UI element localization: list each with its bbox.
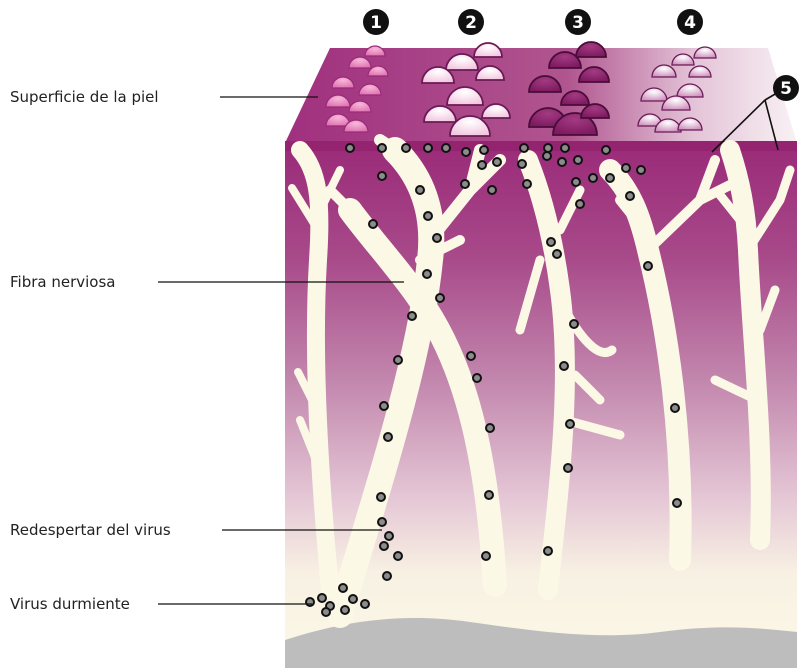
virus-particle: [467, 352, 475, 360]
virus-particle: [671, 404, 679, 412]
virus-particle: [561, 144, 569, 152]
virus-particle: [416, 186, 424, 194]
stage-marker-2: 2: [458, 9, 484, 35]
label-reactivation: Redespertar del virus: [10, 521, 171, 539]
stage-marker-4: 4: [677, 9, 703, 35]
virus-particle: [380, 542, 388, 550]
virus-particle: [544, 547, 552, 555]
virus-particle: [306, 598, 314, 606]
virus-particle: [378, 172, 386, 180]
virus-particle: [570, 320, 578, 328]
virus-particle: [673, 499, 681, 507]
virus-particle: [349, 595, 357, 603]
stage-number: 5: [780, 79, 792, 99]
virus-particle: [318, 594, 326, 602]
virus-particle: [564, 464, 572, 472]
virus-particle: [478, 161, 486, 169]
virus-particle: [560, 362, 568, 370]
virus-particle: [433, 234, 441, 242]
virus-particle: [369, 220, 377, 228]
virus-particle: [574, 156, 582, 164]
virus-particle: [346, 144, 354, 152]
virus-particle: [493, 158, 501, 166]
blister: [576, 42, 606, 57]
virus-particle: [606, 174, 614, 182]
virus-particle: [408, 312, 416, 320]
virus-particle: [361, 600, 369, 608]
blister: [474, 43, 502, 57]
virus-particle: [385, 532, 393, 540]
virus-particle: [480, 146, 488, 154]
stage-number: 2: [465, 13, 477, 33]
stage-marker-5: 5: [773, 75, 799, 101]
virus-particle: [377, 493, 385, 501]
virus-particle: [488, 186, 496, 194]
blister: [365, 46, 385, 56]
stage-marker-3: 3: [565, 9, 591, 35]
virus-particle: [341, 606, 349, 614]
virus-particle: [473, 374, 481, 382]
stage-number: 4: [684, 13, 696, 33]
virus-particle: [523, 180, 531, 188]
virus-particle: [622, 164, 630, 172]
virus-particle: [553, 250, 561, 258]
virus-particle: [518, 160, 526, 168]
virus-particle: [402, 144, 410, 152]
virus-particle: [520, 144, 528, 152]
label-skin-surface: Superficie de la piel: [10, 88, 159, 106]
virus-particle: [394, 552, 402, 560]
virus-particle: [626, 192, 634, 200]
virus-particle: [383, 572, 391, 580]
virus-particle: [424, 212, 432, 220]
virus-particle: [486, 424, 494, 432]
virus-particle: [637, 166, 645, 174]
virus-particle: [436, 294, 444, 302]
virus-particle: [543, 152, 551, 160]
virus-particle: [485, 491, 493, 499]
virus-particle: [558, 158, 566, 166]
virus-particle: [380, 402, 388, 410]
virus-particle: [589, 174, 597, 182]
virus-particle: [424, 144, 432, 152]
virus-particle: [442, 144, 450, 152]
virus-particle: [394, 356, 402, 364]
virus-particle: [602, 146, 610, 154]
virus-particle: [462, 148, 470, 156]
virus-particle: [423, 270, 431, 278]
label-nerve-fiber: Fibra nerviosa: [10, 273, 115, 291]
virus-particle: [384, 433, 392, 441]
label-dormant-virus: Virus durmiente: [10, 595, 130, 613]
virus-particle: [572, 178, 580, 186]
virus-particle: [576, 200, 584, 208]
virus-particle: [544, 144, 552, 152]
stage-number: 3: [572, 13, 584, 33]
virus-particle: [378, 518, 386, 526]
virus-particle: [322, 608, 330, 616]
virus-particle: [482, 552, 490, 560]
virus-particle: [378, 144, 386, 152]
stage-number: 1: [370, 13, 382, 33]
virus-particle: [461, 180, 469, 188]
virus-particle: [339, 584, 347, 592]
virus-particle: [547, 238, 555, 246]
virus-particle: [644, 262, 652, 270]
stage-marker-1: 1: [363, 9, 389, 35]
virus-particle: [566, 420, 574, 428]
